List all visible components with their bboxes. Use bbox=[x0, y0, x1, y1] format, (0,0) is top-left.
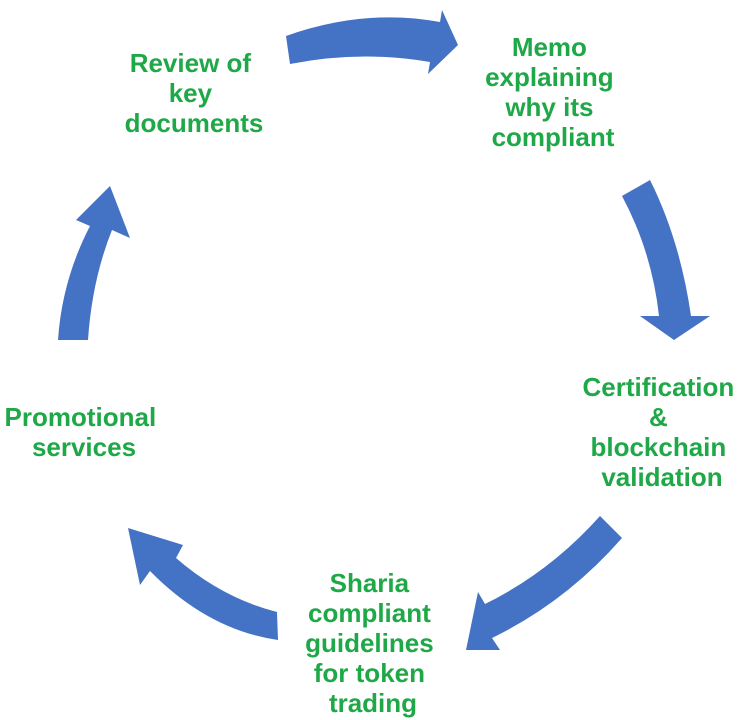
step-label-review: Review of key documents bbox=[125, 48, 264, 138]
arrow-sharia-to-promotional bbox=[128, 528, 278, 640]
step-label-certification: Certification & blockchain validation bbox=[583, 372, 742, 492]
cycle-arrows bbox=[58, 10, 710, 650]
step-label-sharia: Sharia compliant guidelines for token tr… bbox=[305, 568, 441, 718]
arrow-certification-to-sharia bbox=[466, 516, 622, 650]
arrow-review-to-memo bbox=[286, 10, 458, 74]
step-label-promotional: Promotional services bbox=[5, 402, 164, 462]
step-label-memo: Memo explaining why its compliant bbox=[485, 32, 621, 152]
arrow-memo-to-certification bbox=[622, 180, 710, 340]
arrow-promotional-to-review bbox=[58, 186, 130, 340]
